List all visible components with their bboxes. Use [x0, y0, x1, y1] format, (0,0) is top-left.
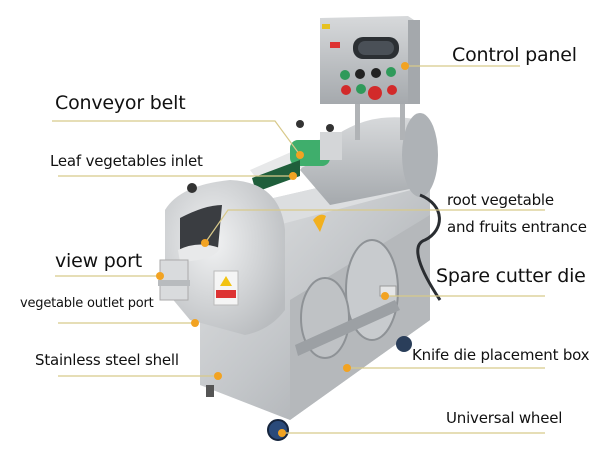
- label-leaf-vegetables-inlet: Leaf vegetables inlet: [50, 152, 203, 170]
- label-stainless-steel-shell: Stainless steel shell: [35, 351, 179, 369]
- label-view-port: view port: [55, 250, 142, 272]
- label-conveyor-belt: Conveyor belt: [55, 92, 186, 114]
- spare-cutter-discs: [295, 239, 400, 359]
- label-control-panel: Control panel: [452, 44, 577, 66]
- label-root-vegetable: root vegetable: [447, 191, 554, 209]
- label-vegetable-outlet-port: vegetable outlet port: [20, 296, 154, 311]
- label-spare-cutter-die: Spare cutter die: [436, 265, 586, 287]
- cutter-drum: [158, 180, 285, 335]
- control-panel-graphic: [320, 16, 420, 140]
- label-knife-die-placement-box: Knife die placement box: [412, 346, 590, 364]
- label-universal-wheel: Universal wheel: [446, 409, 563, 427]
- leader-lines: [52, 65, 545, 434]
- leader-dots: [156, 62, 409, 437]
- label-fruits-entrance: and fruits entrance: [447, 218, 587, 236]
